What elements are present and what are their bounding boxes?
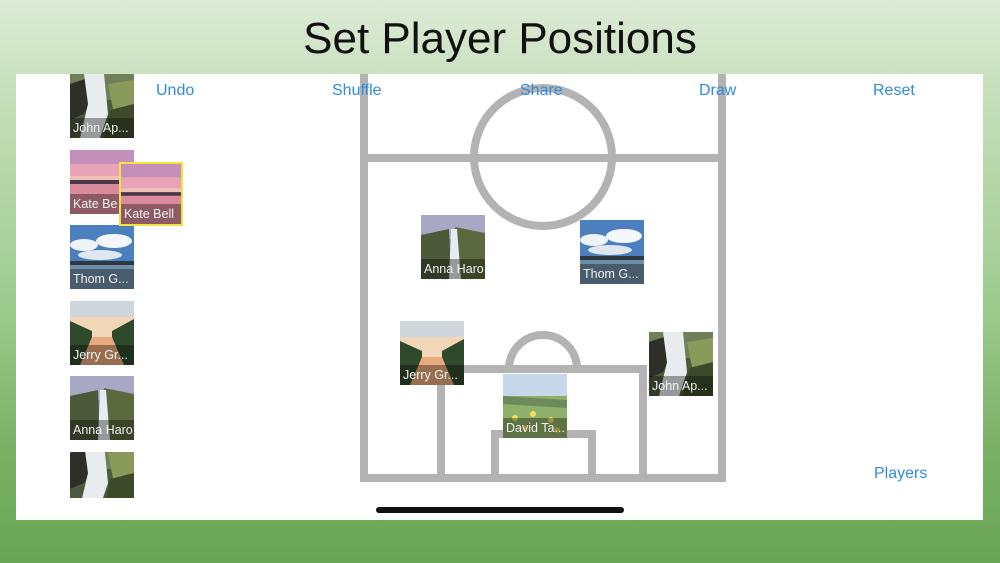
player-photo bbox=[70, 225, 134, 289]
player-name-label: Kate Bell bbox=[121, 204, 181, 224]
roster-player-tile[interactable]: Thom G... bbox=[70, 225, 134, 289]
player-photo bbox=[70, 74, 134, 138]
field-center-circle bbox=[470, 84, 616, 230]
player-name-label: Kate Be bbox=[70, 194, 134, 214]
field-goal-box bbox=[491, 430, 596, 482]
player-name-label: John Ap... bbox=[649, 376, 713, 396]
players-button[interactable]: Players bbox=[874, 465, 928, 482]
player-photo bbox=[649, 332, 713, 396]
dragging-player-tile[interactable]: Kate Bell bbox=[119, 162, 183, 226]
player-name-label: Jerry Gr... bbox=[400, 365, 464, 385]
soccer-field bbox=[360, 74, 726, 482]
player-photo bbox=[421, 215, 485, 279]
field-player-tile[interactable]: Jerry Gr... bbox=[400, 321, 464, 385]
roster-player-tile[interactable]: Anna Haro bbox=[70, 376, 134, 440]
home-indicator bbox=[376, 507, 624, 513]
field-player-tile[interactable]: Thom G... bbox=[580, 220, 644, 284]
roster-player-tile[interactable] bbox=[70, 452, 134, 498]
player-name-label: John Ap... bbox=[70, 118, 134, 138]
reset-button[interactable]: Reset bbox=[873, 82, 915, 99]
player-photo bbox=[70, 452, 134, 498]
player-name-label: Anna Haro bbox=[421, 259, 485, 279]
field-player-tile[interactable]: David Ta... bbox=[503, 374, 567, 438]
main-panel: Undo Shuffle Share Draw Reset John Ap...… bbox=[16, 74, 983, 520]
player-photo bbox=[70, 301, 134, 365]
field-penalty-arc bbox=[505, 331, 581, 370]
field-player-tile[interactable]: John Ap... bbox=[649, 332, 713, 396]
roster-player-tile[interactable]: John Ap... bbox=[70, 74, 134, 138]
player-name-label: Anna Haro bbox=[70, 420, 134, 440]
roster-player-tile[interactable]: Jerry Gr... bbox=[70, 301, 134, 365]
player-photo bbox=[503, 374, 567, 438]
field-player-tile[interactable]: Anna Haro bbox=[421, 215, 485, 279]
player-name-label: Thom G... bbox=[580, 264, 644, 284]
player-name-label: Jerry Gr... bbox=[70, 345, 134, 365]
player-photo bbox=[121, 164, 181, 224]
page-title: Set Player Positions bbox=[303, 14, 697, 63]
share-button[interactable]: Share bbox=[520, 82, 563, 99]
undo-button[interactable]: Undo bbox=[156, 82, 195, 99]
player-name-label: David Ta... bbox=[503, 418, 567, 438]
shuffle-button[interactable]: Shuffle bbox=[332, 82, 382, 99]
player-photo bbox=[70, 376, 134, 440]
player-photo bbox=[580, 220, 644, 284]
player-name-label: Thom G... bbox=[70, 269, 134, 289]
player-photo bbox=[400, 321, 464, 385]
draw-button[interactable]: Draw bbox=[699, 82, 737, 99]
